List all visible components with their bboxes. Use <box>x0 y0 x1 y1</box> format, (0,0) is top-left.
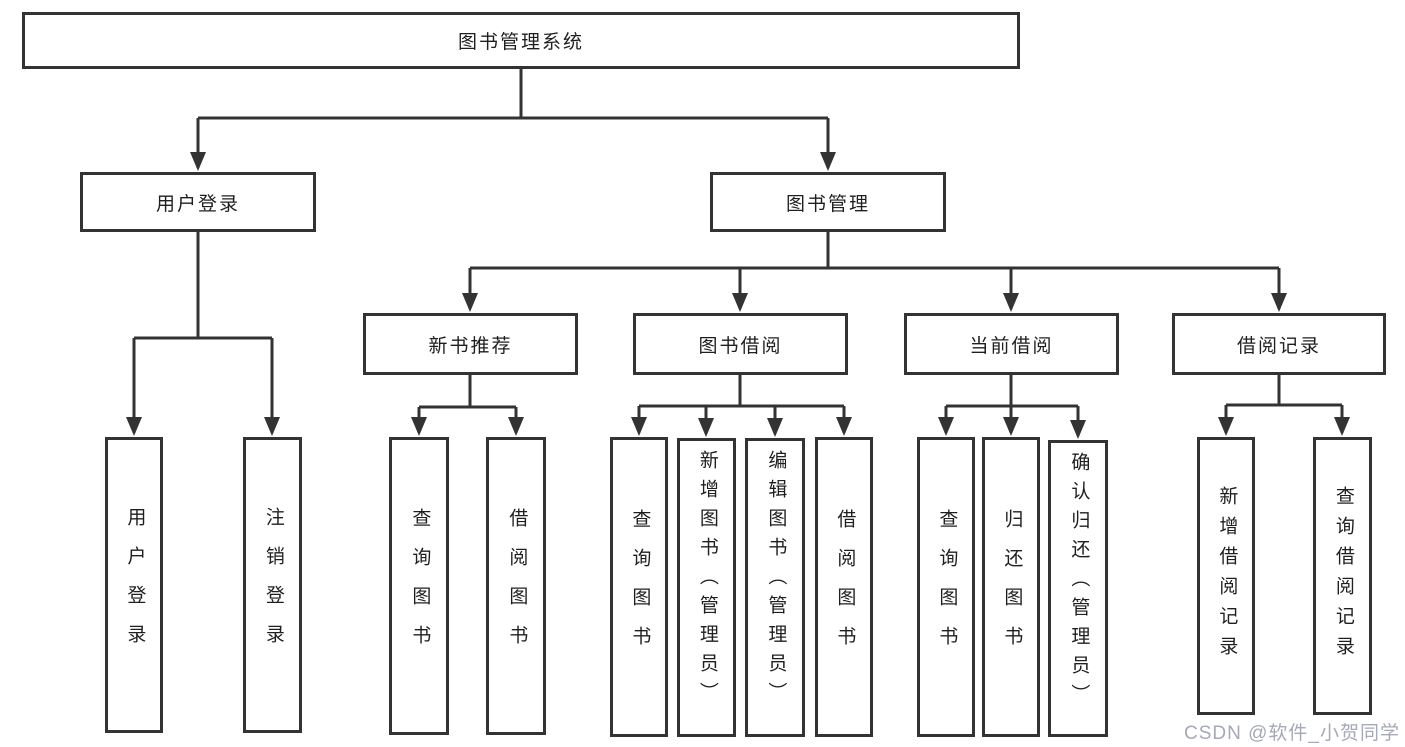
leaf-query-books-borrow: 查询图书 <box>610 437 668 737</box>
leaf-add-books-admin: 新增图书（管理员） <box>677 438 736 737</box>
leaf-query-books-recommend: 查询图书 <box>389 437 449 735</box>
arrowhead <box>411 417 427 436</box>
arrowhead <box>126 417 142 436</box>
node-label: 确认归还（管理员） <box>1068 452 1090 713</box>
node-label: 借阅图书 <box>834 509 856 665</box>
arrowhead <box>1003 417 1019 436</box>
leaf-edit-books-admin: 编辑图书（管理员） <box>745 438 805 737</box>
arrowhead <box>190 152 206 171</box>
node-label: 图书管理 <box>785 193 870 215</box>
leaf-query-books-current: 查询图书 <box>917 437 975 737</box>
connector-bookmgmt-to-level3 <box>468 231 1281 309</box>
node-label: 用户登录 <box>155 193 240 215</box>
node-borrowing-records: 借阅记录 <box>1172 313 1386 375</box>
node-label: 查询图书 <box>409 508 431 664</box>
node-label: 新书推荐 <box>428 335 513 357</box>
node-book-borrowing: 图书借阅 <box>633 313 848 375</box>
node-label: 新增借阅记录 <box>1216 486 1238 666</box>
arrowhead <box>732 293 748 312</box>
arrowhead <box>1334 417 1350 436</box>
leaf-logout-login: 注销登录 <box>243 437 302 733</box>
arrowhead <box>820 152 836 171</box>
node-label: 归还图书 <box>1001 509 1023 665</box>
node-label: 用户登录 <box>124 507 146 663</box>
node-current-borrowing: 当前借阅 <box>904 313 1119 375</box>
leaf-query-borrow-record: 查询借阅记录 <box>1313 437 1372 715</box>
node-label: 查询图书 <box>629 509 651 665</box>
node-label: 借阅图书 <box>506 508 528 664</box>
node-label: 借阅记录 <box>1236 335 1321 357</box>
connector-root-to-level2 <box>196 69 830 168</box>
node-label: 当前借阅 <box>969 335 1054 357</box>
watermark: CSDN @软件_小贺同学 <box>1184 723 1400 744</box>
arrowhead <box>1218 417 1234 436</box>
arrowhead <box>767 418 783 437</box>
node-label: 图书借阅 <box>698 335 783 357</box>
leaf-borrow-books-recommend: 借阅图书 <box>486 437 546 735</box>
node-label: 新增图书（管理员） <box>696 450 718 711</box>
arrowhead <box>462 293 478 312</box>
node-label: 图书管理系统 <box>457 32 584 53</box>
node-new-book-recommendation: 新书推荐 <box>363 313 578 375</box>
arrowhead <box>264 417 280 436</box>
arrowhead <box>698 418 714 437</box>
connector-newbook-to-leaves <box>417 375 518 433</box>
arrowhead <box>1070 420 1086 439</box>
arrowhead <box>1271 293 1287 312</box>
leaf-add-borrow-record: 新增借阅记录 <box>1197 437 1255 715</box>
arrowhead <box>938 417 954 436</box>
arrowhead <box>508 417 524 436</box>
leaf-borrow-books: 借阅图书 <box>815 437 873 737</box>
leaf-user-login: 用户登录 <box>105 437 163 733</box>
node-user-login: 用户登录 <box>80 172 316 232</box>
connector-borrow-to-leaves <box>637 375 846 434</box>
connector-userlogin-to-leaves <box>132 231 274 433</box>
node-library-management-system: 图书管理系统 <box>22 12 1020 69</box>
arrowhead <box>631 417 647 436</box>
arrowhead <box>1003 293 1019 312</box>
connector-records-to-leaves <box>1224 375 1344 433</box>
node-label: 注销登录 <box>262 507 284 663</box>
node-label: 查询借阅记录 <box>1332 486 1354 666</box>
node-label: 编辑图书（管理员） <box>765 450 787 711</box>
leaf-return-books: 归还图书 <box>982 437 1040 737</box>
node-label: 查询图书 <box>936 509 958 665</box>
node-book-management: 图书管理 <box>710 172 946 232</box>
arrowhead <box>836 417 852 436</box>
leaf-confirm-return-admin: 确认归还（管理员） <box>1048 440 1108 737</box>
